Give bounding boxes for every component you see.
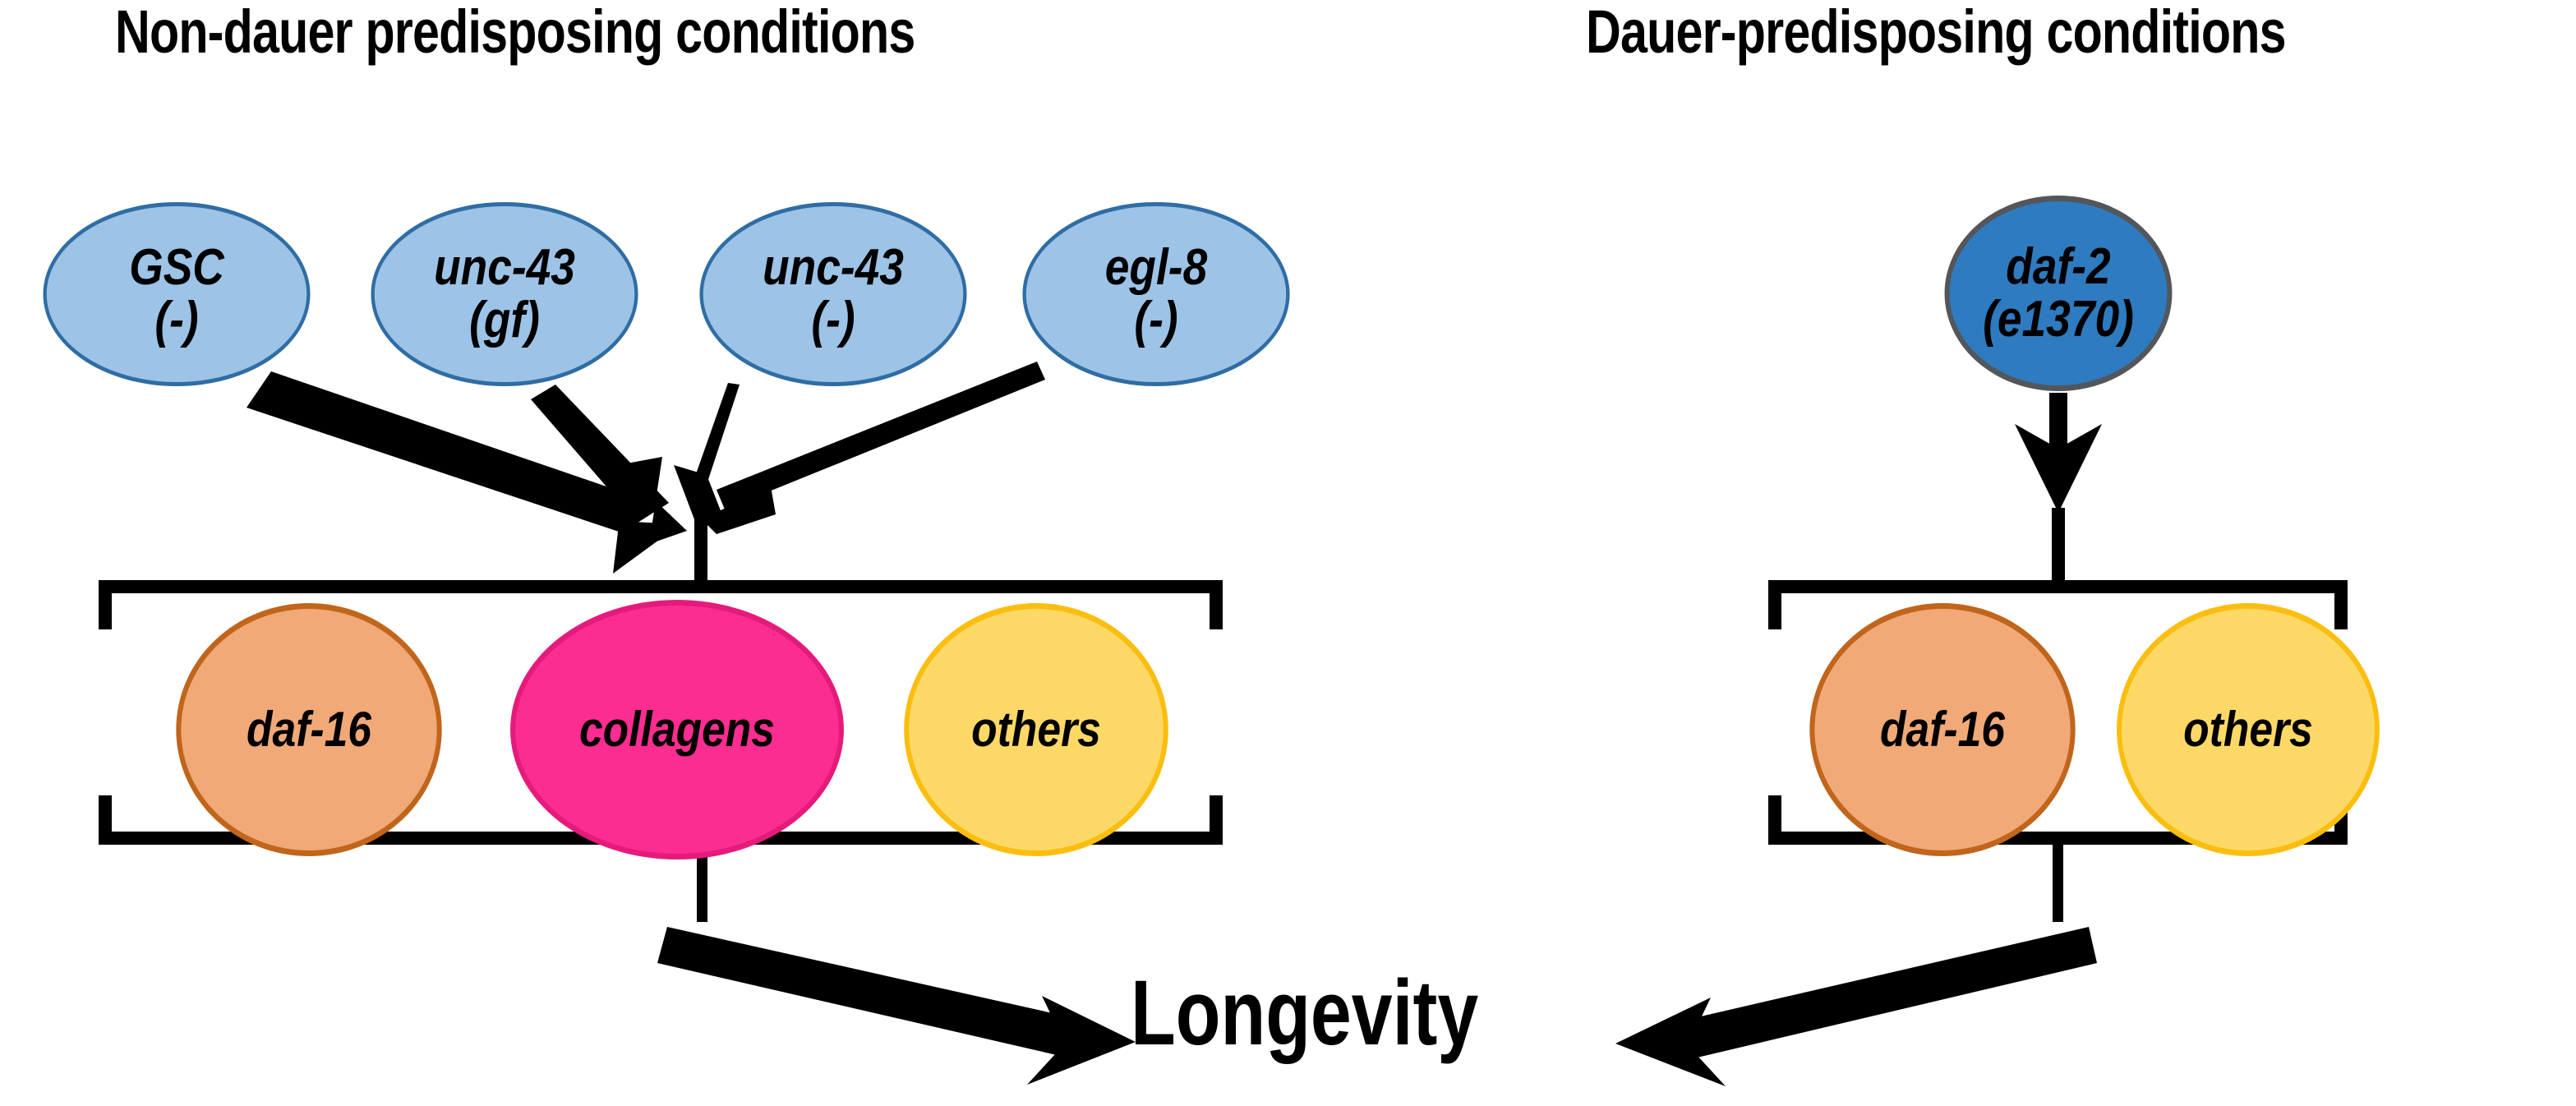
node-egl-8-line2: (-) bbox=[1134, 292, 1178, 348]
node-daf-2-line1: daf-2 bbox=[2006, 237, 2111, 295]
node-left-daf-16[interactable]: daf-16 bbox=[176, 603, 442, 856]
left-column-heading: Non-dauer predisposing conditions bbox=[115, 0, 915, 66]
node-left-daf-16-label: daf-16 bbox=[247, 701, 371, 757]
left-bracket-outlet-stem bbox=[697, 843, 707, 922]
node-unc-43-null[interactable]: unc-43 (-) bbox=[699, 202, 967, 386]
node-left-others[interactable]: others bbox=[904, 603, 1168, 856]
node-gsc[interactable]: GSC (-) bbox=[43, 202, 311, 386]
node-daf-2-line2: (e1370) bbox=[1983, 291, 2134, 348]
node-right-others[interactable]: others bbox=[2117, 603, 2380, 856]
outcome-longevity: Longevity bbox=[1131, 961, 1479, 1064]
node-unc-43-gf-line2: (gf) bbox=[469, 292, 540, 348]
node-right-others-label: others bbox=[2183, 701, 2313, 757]
node-right-daf-16-label: daf-16 bbox=[1880, 701, 2005, 757]
node-egl-8[interactable]: egl-8 (-) bbox=[1022, 202, 1290, 386]
arrow-daf2-to-effectors bbox=[2015, 393, 2102, 593]
node-unc-43-null-line1: unc-43 bbox=[763, 238, 904, 296]
arrow-right-to-longevity bbox=[1615, 927, 2097, 1086]
node-gsc-line2: (-) bbox=[154, 292, 199, 348]
arrow-gsc-to-effectors bbox=[247, 371, 680, 574]
right-column-heading: Dauer-predisposing conditions bbox=[1586, 0, 2287, 66]
node-gsc-line1: GSC bbox=[129, 238, 224, 296]
node-left-others-label: others bbox=[971, 701, 1101, 757]
arrow-unc43-null-to-effectors bbox=[674, 383, 740, 526]
node-left-collagens-label: collagens bbox=[578, 701, 776, 757]
node-right-daf-16[interactable]: daf-16 bbox=[1809, 603, 2076, 856]
arrow-unc43-gf-to-effectors bbox=[531, 385, 687, 544]
right-bracket-outlet-stem bbox=[2053, 843, 2063, 922]
left-convergence-stem bbox=[694, 518, 707, 592]
node-unc-43-null-line2: (-) bbox=[811, 292, 855, 348]
node-left-collagens[interactable]: collagens bbox=[510, 600, 844, 859]
node-unc-43-gf-line1: unc-43 bbox=[434, 238, 575, 296]
node-egl-8-line1: egl-8 bbox=[1104, 238, 1208, 296]
node-daf-2[interactable]: daf-2 (e1370) bbox=[1944, 196, 2173, 391]
arrow-egl8-to-effectors bbox=[702, 362, 1045, 534]
node-unc-43-gf[interactable]: unc-43 (gf) bbox=[371, 202, 638, 386]
arrow-left-to-longevity bbox=[657, 927, 1136, 1085]
